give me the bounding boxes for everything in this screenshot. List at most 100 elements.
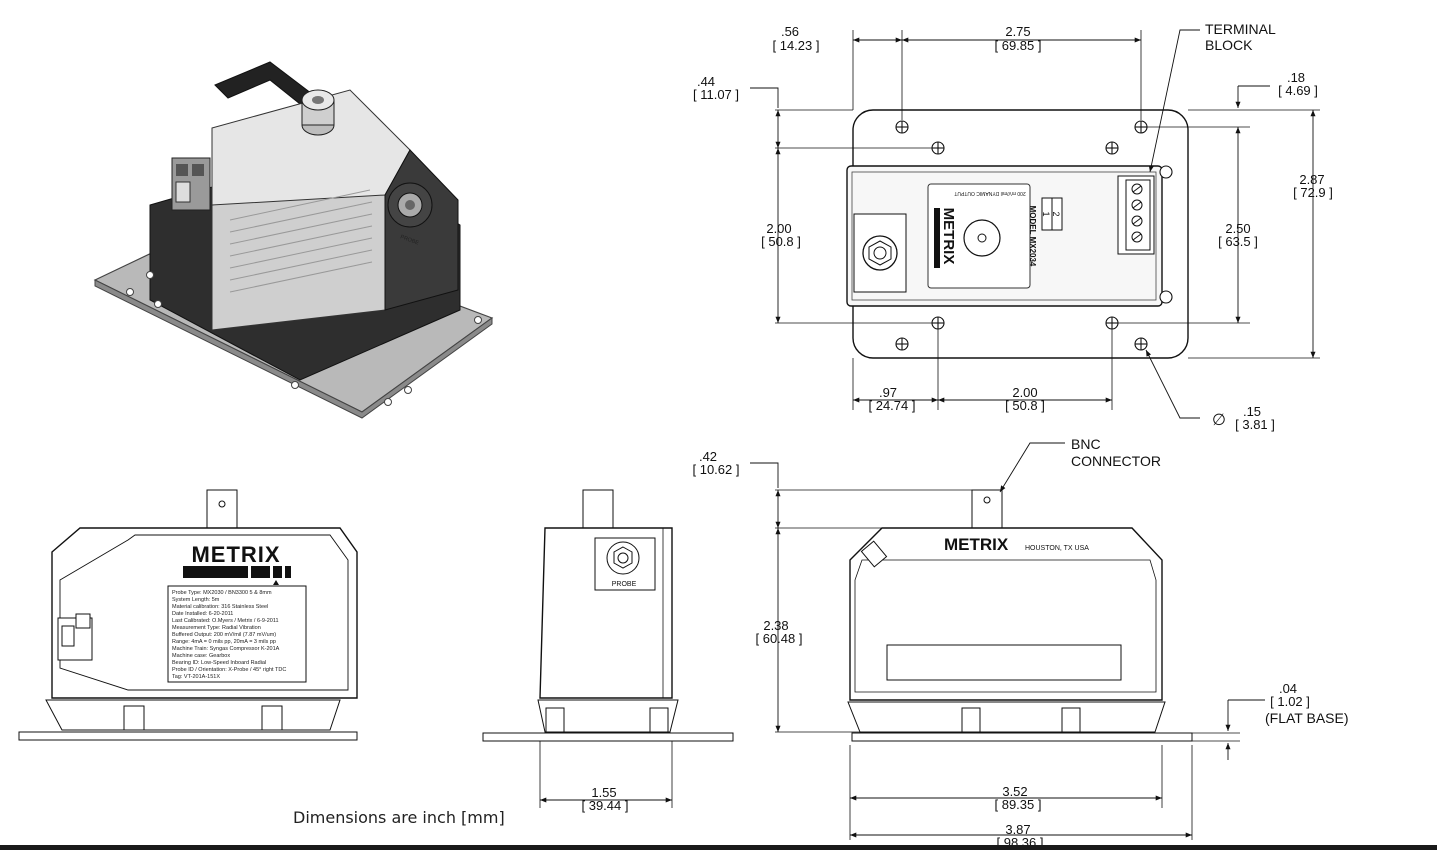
front-terminal-block	[57, 613, 93, 661]
label-line: Machine case: Gearbox	[172, 653, 230, 659]
dim-upper-right-offset-mm: [ 4.69 ]	[1278, 83, 1318, 98]
dim-hole-diameter-symbol: ∅	[1212, 412, 1226, 429]
dim-upper-left-offset-inch: .44	[697, 74, 715, 89]
dim-hole-diameter-inch: .15	[1243, 404, 1261, 419]
dim-body-height-mm: [ 60.48 ]	[756, 631, 803, 646]
bottom-rule	[0, 845, 1437, 850]
dim-upper-right-offset-inch: .18	[1287, 70, 1305, 85]
svg-text:METRIX: METRIX	[944, 535, 1009, 554]
svg-text:METRIX: METRIX	[191, 542, 280, 567]
dim-top-hole-spacing-mm: [ 69.85 ]	[995, 38, 1042, 53]
units-note: Dimensions are inch [mm]	[293, 808, 505, 827]
end-bnc-tab	[971, 489, 1003, 529]
dim-top-hole-offset-inch: .56	[781, 24, 799, 39]
dim-side-width-mm: [ 39.44 ]	[582, 798, 629, 813]
dim-base-width-inch: 3.87	[1005, 822, 1030, 837]
side-probe-connector: PROBE	[594, 537, 656, 591]
top-brand-bar	[934, 208, 940, 268]
front-label-text: Probe Type: MX2030 / BN3300 5 & 8mmSyste…	[172, 590, 286, 680]
dim-top-hole-offset-mm: [ 14.23 ]	[773, 38, 820, 53]
svg-text:METRIX: METRIX	[940, 208, 957, 265]
dim-hole-diameter-mm: [ 3.81 ]	[1235, 417, 1275, 432]
top-probe-connector	[853, 213, 907, 293]
dim-body-height-inch: 2.38	[763, 618, 788, 633]
callout-flat-base: (FLAT BASE)	[1265, 710, 1349, 726]
side-base-feet	[537, 699, 679, 733]
top-view: METRIX MODEL MX2034 200 mV/mil DYNAMIC O…	[750, 29, 1320, 419]
label-line: System Length: 5m	[172, 597, 220, 603]
top-body-inner	[851, 171, 1157, 301]
front-body-panel	[59, 534, 349, 691]
front-base-feet	[45, 699, 341, 731]
top-mount-holes	[895, 120, 1173, 351]
dim-bnc-height-inch: .42	[699, 449, 717, 464]
label-line: Last Calibrated: O.Myers / Metrix / 6-9-…	[172, 618, 279, 624]
label-line: Buffered Output: 200 mV/mil (7.87 mV/um)	[172, 632, 276, 638]
label-line: Probe Type: MX2030 / BN3300 5 & 8mm	[172, 590, 272, 596]
front-view: METRIX Probe Type: MX2030 / BN3300 5 & 8…	[18, 489, 358, 741]
label-line: Range: 4mA = 0 mils pp, 20mA = 3 mils pp	[172, 639, 276, 645]
top-terminal-block	[1117, 175, 1155, 255]
label-line: Material calibration: 316 Stainless Stee…	[172, 604, 268, 610]
callout-bnc-connector-1: BNC	[1071, 436, 1101, 452]
dim-bottom-hole-spacing-mm: [ 50.8 ]	[1005, 398, 1045, 413]
side-base-plate	[482, 732, 734, 742]
dim-overall-height-inch: 2.87	[1299, 172, 1324, 187]
label-line: Measurement Type: Radial Vibration	[172, 625, 261, 631]
label-line: Probe ID / Orientation: X-Probe / 45° ri…	[172, 667, 286, 673]
dim-inner-left-span-mm: [ 50.8 ]	[761, 234, 801, 249]
iso-base-edge	[94, 279, 493, 419]
dim-base-thickness-mm: [ 1.02 ]	[1270, 694, 1310, 709]
front-base-plate	[18, 731, 358, 741]
dim-bottom-hole-offset-inch: .97	[879, 385, 897, 400]
top-output-text: 200 mV/mil DYNAMIC OUTPUT	[954, 190, 1025, 196]
label-line: Bearing ID: Low-Speed Inboard Radial	[172, 660, 266, 666]
top-dimension-lines	[750, 29, 1316, 419]
dim-overall-height-mm: [ 72.9 ]	[1293, 185, 1333, 200]
svg-text:1: 1	[1041, 211, 1051, 216]
end-base-plate	[851, 732, 1193, 742]
iso-terminal-block	[171, 157, 211, 211]
end-base-feet	[847, 701, 1166, 733]
dim-bnc-height-mm: [ 10.62 ]	[693, 462, 740, 477]
dim-inner-right-span-mm: [ 63.5 ]	[1218, 234, 1258, 249]
top-bnc-connector	[963, 219, 1001, 257]
dim-bottom-hole-offset-mm: [ 24.74 ]	[869, 398, 916, 413]
iso-label-lines	[229, 189, 373, 293]
end-brand-logo: METRIX HOUSTON, TX USA	[944, 535, 1089, 554]
label-line: Machine Train: Syngas Compressor K-201A	[172, 646, 280, 652]
iso-bnc-connector	[301, 89, 335, 136]
dim-body-width-inch: 3.52	[1002, 784, 1027, 799]
top-extension-lines	[775, 30, 1320, 410]
callout-bnc-connector-2: CONNECTOR	[1071, 453, 1161, 469]
dim-side-width-inch: 1.55	[591, 785, 616, 800]
isometric-view: PROBE	[93, 61, 494, 419]
front-brand-logo: METRIX	[183, 542, 291, 585]
front-info-label	[167, 585, 307, 683]
side-view: PROBE	[482, 489, 734, 808]
top-model-text: MODEL MX2034	[1028, 206, 1037, 267]
svg-text:2: 2	[1051, 211, 1061, 216]
front-bnc-tab	[206, 489, 238, 529]
callout-terminal-block-1: TERMINAL	[1205, 21, 1276, 37]
dim-inner-left-span-inch: 2.00	[766, 221, 791, 236]
end-extension-lines	[775, 489, 1240, 840]
dim-body-width-mm: [ 89.35 ]	[995, 797, 1042, 812]
svg-text:PROBE: PROBE	[612, 581, 637, 588]
top-terminal-numbers: 1 2	[1041, 197, 1063, 231]
top-brand-logo: METRIX	[940, 208, 957, 265]
svg-text:200 mV/mil DYNAMIC OUTPUT: 200 mV/mil DYNAMIC OUTPUT	[954, 190, 1025, 196]
callout-terminal-block-2: BLOCK	[1205, 37, 1253, 53]
label-line: Date Installed: 6-20-2011	[172, 611, 233, 617]
iso-probe-connector	[387, 182, 433, 228]
side-bnc-tab	[582, 489, 614, 529]
dimension-labels: .56 [ 14.23 ] 2.75 [ 69.85 ] TERMINAL BL…	[582, 21, 1349, 850]
label-line: Tag: VT-201A-151X	[172, 674, 220, 680]
dim-top-hole-spacing-inch: 2.75	[1005, 24, 1030, 39]
dim-base-thickness-inch: .04	[1279, 681, 1297, 696]
dim-inner-right-span-inch: 2.50	[1225, 221, 1250, 236]
iso-base-holes	[126, 271, 482, 406]
svg-text:HOUSTON, TX USA: HOUSTON, TX USA	[1025, 545, 1089, 552]
end-window	[886, 644, 1122, 681]
